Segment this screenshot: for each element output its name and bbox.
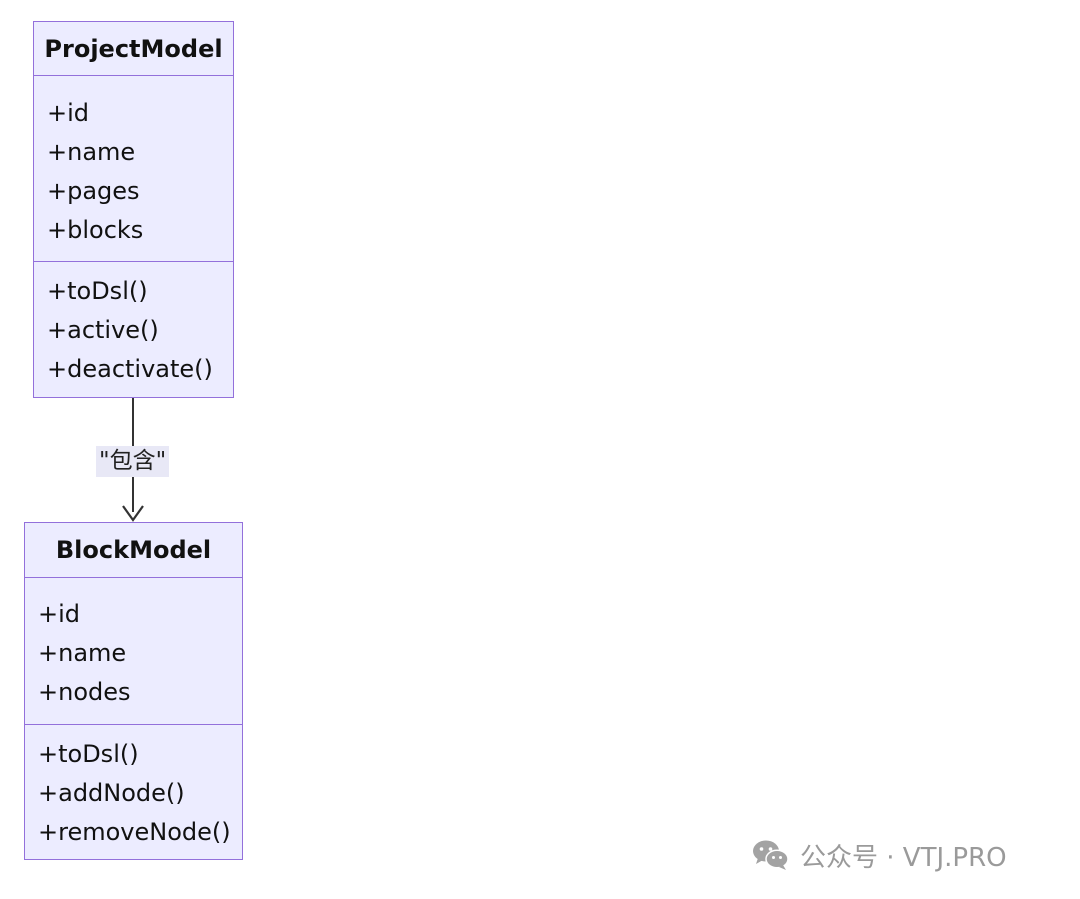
project-model-method: +deactivate() bbox=[47, 355, 213, 383]
project-model-attribute: +name bbox=[47, 138, 136, 166]
block-model-attribute: +nodes bbox=[38, 678, 131, 706]
project-model-method: +toDsl() bbox=[47, 277, 148, 305]
block-model-class[interactable]: BlockModel +id +name +nodes +toDsl() +ad… bbox=[24, 522, 243, 860]
block-model-attributes: +id +name +nodes bbox=[25, 578, 242, 724]
block-model-attribute: +name bbox=[38, 639, 127, 667]
wechat-icon bbox=[753, 840, 789, 870]
project-model-attributes: +id +name +pages +blocks bbox=[34, 76, 233, 261]
relation-label: "包含" bbox=[96, 446, 170, 477]
block-model-attribute: +id bbox=[38, 600, 81, 628]
block-model-method: +removeNode() bbox=[38, 818, 231, 846]
project-model-class[interactable]: ProjectModel +id +name +pages +blocks +t… bbox=[33, 21, 234, 398]
block-model-name: BlockModel bbox=[25, 523, 242, 578]
watermark-text: 公众号 · VTJ.PRO bbox=[800, 842, 1007, 873]
project-model-method: +active() bbox=[47, 316, 159, 344]
watermark: 公众号 · VTJ.PRO bbox=[752, 836, 1007, 874]
project-model-attribute: +blocks bbox=[47, 216, 144, 244]
relation-arrowhead-icon bbox=[122, 505, 144, 522]
block-model-methods: +toDsl() +addNode() +removeNode() bbox=[25, 724, 242, 859]
project-model-attribute: +id bbox=[47, 99, 90, 127]
block-model-method: +toDsl() bbox=[38, 740, 139, 768]
project-model-methods: +toDsl() +active() +deactivate() bbox=[34, 261, 233, 397]
project-model-name: ProjectModel bbox=[34, 22, 233, 76]
block-model-method: +addNode() bbox=[38, 779, 185, 807]
project-model-attribute: +pages bbox=[47, 177, 140, 205]
